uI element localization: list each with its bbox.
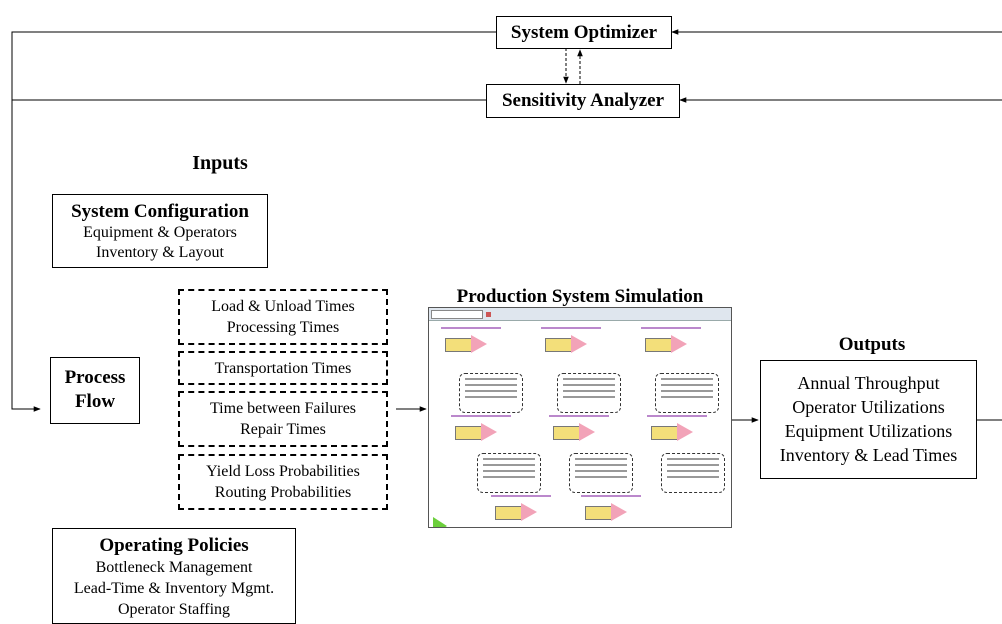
workstation-node	[441, 327, 501, 355]
annual-throughput-label: Annual Throughput	[797, 373, 940, 393]
transportation-times-box: Transportation Times	[178, 351, 388, 385]
operating-policies-line-3: Operator Staffing	[117, 601, 231, 618]
system-configuration-line-1: Equipment & Operators	[83, 224, 237, 241]
simulation-canvas	[429, 321, 731, 527]
control-arrow-process-flow	[11, 99, 486, 412]
yield-loss-probabilities-label: Yield Loss Probabilities	[206, 463, 360, 480]
process-flow-box: Process Flow	[50, 357, 140, 424]
workstation-stats-box	[655, 373, 719, 413]
workstation-stats-box	[661, 453, 725, 493]
simulation-heading: Production System Simulation	[456, 286, 704, 307]
system-configuration-title: System Configuration	[71, 201, 249, 222]
operator-utilizations-label: Operator Utilizations	[792, 397, 945, 417]
inputs-heading: Inputs	[192, 152, 248, 174]
workstation-node	[581, 495, 641, 523]
system-optimizer-box: System Optimizer	[496, 16, 672, 49]
workstation-node	[647, 415, 707, 443]
system-configuration-box: System Configuration Equipment & Operato…	[52, 194, 268, 268]
operating-policies-line-1: Bottleneck Management	[95, 559, 253, 576]
outputs-heading: Outputs	[838, 334, 906, 355]
optimizer-left-line	[11, 31, 496, 100]
transportation-times-label: Transportation Times	[214, 360, 352, 377]
workstation-node	[491, 495, 551, 523]
workstation-node	[641, 327, 701, 355]
simulation-dropdown	[431, 309, 483, 319]
operating-policies-line-2: Lead-Time & Inventory Mgmt.	[73, 580, 275, 597]
operating-policies-box: Operating Policies Bottleneck Management…	[52, 528, 296, 624]
workstation-stats-box	[477, 453, 541, 493]
workstation-stats-box	[569, 453, 633, 493]
sensitivity-analyzer-box: Sensitivity Analyzer	[486, 84, 680, 118]
simulation-toolbar	[429, 308, 731, 321]
process-flow-line-2: Flow	[74, 391, 116, 412]
equipment-utilizations-label: Equipment Utilizations	[784, 421, 953, 441]
workstation-node	[541, 327, 601, 355]
load-processing-times-box: Load & Unload Times Processing Times	[178, 289, 388, 345]
system-configuration-line-2: Inventory & Layout	[96, 244, 224, 261]
workstation-stats-box	[459, 373, 523, 413]
simulation-toolbar-icon	[486, 311, 491, 317]
processing-times-label: Processing Times	[226, 319, 340, 336]
workstation-node	[451, 415, 511, 443]
workstation-stats-box	[557, 373, 621, 413]
repair-times-label: Repair Times	[240, 421, 326, 438]
load-unload-times-label: Load & Unload Times	[211, 298, 355, 315]
inventory-lead-times-label: Inventory & Lead Times	[779, 445, 958, 465]
outputs-box: Annual Throughput Operator Utilizations …	[760, 360, 977, 479]
routing-probabilities-label: Routing Probabilities	[214, 484, 352, 501]
probabilities-box: Yield Loss Probabilities Routing Probabi…	[178, 454, 388, 510]
operating-policies-title: Operating Policies	[99, 535, 249, 556]
simulation-screenshot	[428, 307, 732, 528]
failure-repair-times-box: Time between Failures Repair Times	[178, 391, 388, 447]
system-optimizer-label: System Optimizer	[510, 22, 658, 43]
workstation-node	[549, 415, 609, 443]
source-node	[433, 517, 447, 527]
time-between-failures-label: Time between Failures	[209, 400, 357, 417]
process-flow-line-1: Process	[64, 367, 126, 388]
sensitivity-analyzer-label: Sensitivity Analyzer	[501, 90, 665, 111]
